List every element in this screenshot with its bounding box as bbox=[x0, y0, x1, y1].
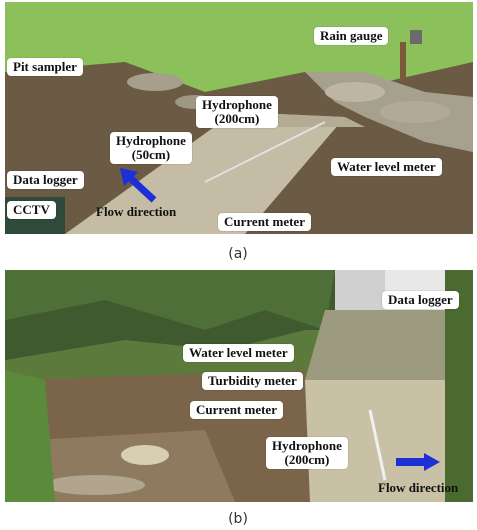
flow-arrow-a-icon bbox=[120, 168, 157, 203]
caption-b: (b) bbox=[228, 511, 248, 527]
photo-panel-a bbox=[5, 2, 473, 234]
flow-arrow-b-icon bbox=[396, 453, 440, 471]
label-b-water-level-meter: Water level meter bbox=[183, 344, 294, 362]
label-a-water-level-meter: Water level meter bbox=[331, 158, 442, 176]
label-b-flow-direction: Flow direction bbox=[378, 480, 459, 495]
label-b-data-logger: Data logger bbox=[382, 291, 459, 309]
label-a-data-logger: Data logger bbox=[7, 171, 84, 189]
label-a-current-meter: Current meter bbox=[218, 213, 311, 231]
label-a-flow-direction: Flow direction bbox=[96, 204, 177, 219]
label-a-hydrophone-200: Hydrophone (200cm) bbox=[196, 96, 278, 128]
label-b-current-meter: Current meter bbox=[190, 401, 283, 419]
label-a-pit-sampler: Pit sampler bbox=[7, 58, 83, 76]
label-b-hydrophone-200: Hydrophone (200cm) bbox=[266, 437, 348, 469]
label-b-turbidity-meter: Turbidity meter bbox=[202, 372, 303, 390]
photo-panel-b bbox=[5, 270, 473, 502]
label-a-rain-gauge: Rain gauge bbox=[314, 27, 389, 45]
label-a-cctv: CCTV bbox=[7, 201, 56, 219]
photo-a-scene bbox=[5, 2, 473, 234]
label-a-hydrophone-50: Hydrophone (50cm) bbox=[110, 132, 192, 164]
caption-a: (a) bbox=[228, 246, 248, 262]
photo-b-scene bbox=[5, 270, 473, 502]
